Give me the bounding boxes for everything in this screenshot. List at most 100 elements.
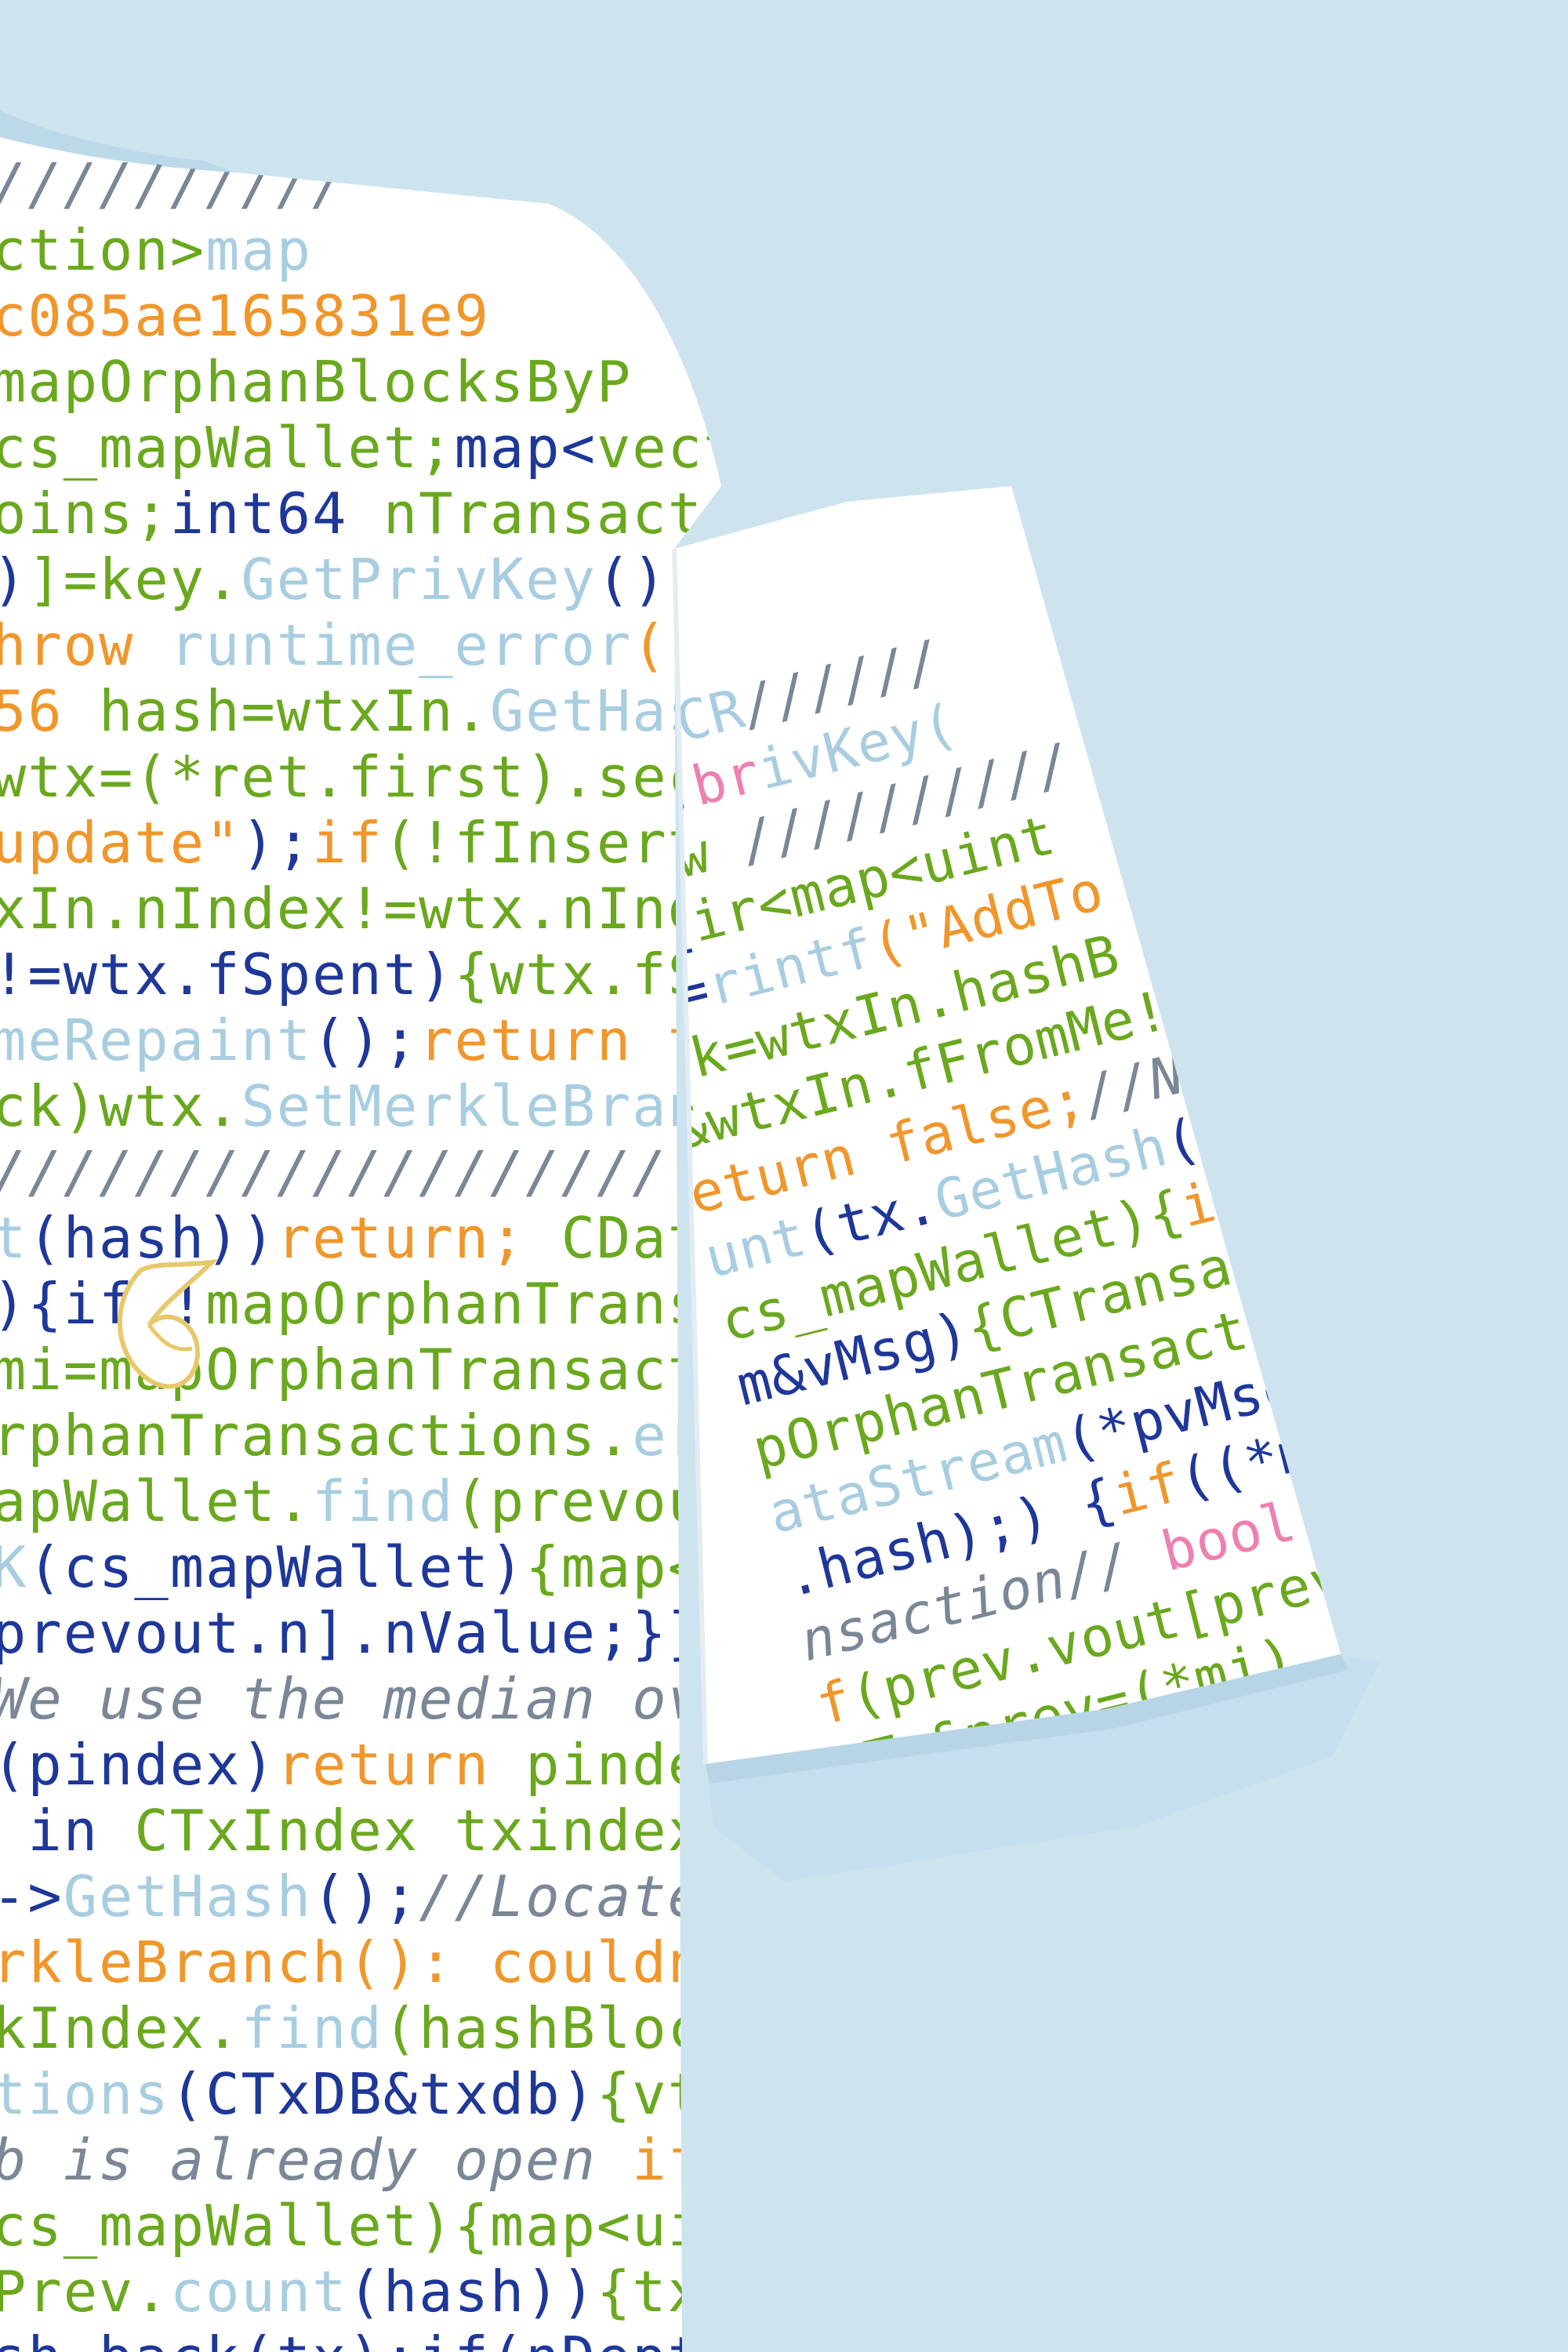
code-line: mi=mapOrphanTransacti	[0, 1337, 739, 1403]
code-line: cs_mapWallet;map<vector	[0, 415, 810, 481]
code-line: apWallet.find(prevout	[0, 1468, 739, 1534]
code-token: ]=key.	[27, 546, 241, 612]
code-token: (pindex)	[0, 1732, 277, 1798]
code-token: mapOrphanBlocksByP	[0, 349, 632, 415]
code-token: br	[685, 740, 767, 818]
code-token: meRepaint	[0, 1007, 312, 1073]
code-line: Prev.count(hash)){tx=*map	[0, 2259, 881, 2325]
code-token: 56	[0, 678, 99, 744]
code-token: GetPrivKey	[241, 546, 596, 612]
code-line: ction>map	[0, 217, 312, 283]
code-line: tions(CTxDB&txdb){vtxPre	[0, 2061, 845, 2127]
code-line: b is already open if(setA	[0, 2127, 881, 2193]
code-line: K(cs_mapWallet){map<u	[0, 1534, 739, 1600]
code-line: ck)wtx.SetMerkleBranch	[0, 1073, 775, 1139]
code-token: cs_mapWallet;	[0, 415, 455, 481]
code-token: ();	[312, 1007, 419, 1073]
sleeve-code-print: ();CR//////nd;brivKey(New //////////){ir…	[674, 627, 1353, 1764]
sleeve-cuff	[706, 1654, 1380, 1882]
code-line: c085ae165831e9	[0, 283, 490, 349]
collar-trim	[0, 110, 235, 172]
code-line: (pindex)return pindex-	[0, 1732, 775, 1798]
code-line: !=wtx.fSpent){wtx.fSp	[0, 942, 739, 1007]
code-token: xIn.nIndex!=wtx.nInde	[0, 876, 739, 942]
code-token: SetMerkleBranch	[241, 1073, 774, 1139]
code-token: kIndex.	[0, 1995, 241, 2061]
code-token: ck)wtx.	[0, 1073, 241, 1139]
code-token: find	[312, 1468, 454, 1534]
code-token: ction>	[0, 217, 205, 283]
shirt-body-code-print: //////////ction>mapc085ae165831e9mapOrph…	[0, 151, 952, 2352]
code-token: return tru	[419, 1007, 774, 1073]
code-line: in CTxIndex txindex;	[0, 1798, 739, 1864]
code-token: GetHash	[64, 1864, 312, 1929]
code-token: (CTxDB&txdb)	[170, 2061, 597, 2127]
shirt-sleeve	[674, 486, 1341, 1764]
code-token: hrow	[0, 612, 170, 678]
code-line: sh_back(tx);if(nDepth	[0, 2325, 739, 2352]
code-token: ///////////////////	[0, 1139, 668, 1205]
code-line: )]=key.GetPrivKey();mapPubK	[0, 546, 952, 612]
code-token: rkleBranch(): couldn't	[0, 1929, 775, 1995]
code-token: count	[170, 2259, 348, 2325]
code-token: vector	[597, 415, 810, 481]
code-token: int64	[170, 481, 383, 546]
code-line: rkleBranch(): couldn't	[0, 1929, 775, 1995]
code-line: update");if(!fInserte	[0, 810, 739, 876]
code-token: return	[277, 1732, 525, 1798]
code-line: We use the median ove	[0, 1666, 739, 1732]
code-token: K	[0, 1534, 27, 1600]
code-token: hash=wtxIn.	[99, 678, 490, 744]
code-line: ///////////////////	[0, 1139, 668, 1205]
code-line: prevout.n].nValue;}}	[0, 1600, 703, 1666]
code-line: rphanTransactions.era	[0, 1403, 739, 1468]
code-line: meRepaint();return tru	[0, 1007, 775, 1073]
code-line: cs_mapWallet){map<uint256	[0, 2193, 881, 2259]
code-token: if	[632, 2127, 703, 2193]
code-token: if	[1106, 1450, 1188, 1528]
code-token: mapOrphanTransa	[205, 1271, 739, 1337]
code-token: t	[0, 1205, 27, 1271]
code-token: find	[241, 1995, 383, 2061]
code-token: wtx=(*ret.first).sec	[0, 744, 703, 810]
code-token: apWallet.	[0, 1468, 312, 1534]
code-line: xIn.nIndex!=wtx.nInde	[0, 876, 739, 942]
code-token: (hash))	[348, 2259, 597, 2325]
code-token: map	[205, 217, 312, 283]
code-line: ->GetHash();//Locate th	[0, 1864, 810, 1929]
code-token: (prevout	[455, 1468, 739, 1534]
code-token: {	[1041, 1466, 1123, 1544]
code-line: ){if(!mapOrphanTransa	[0, 1271, 739, 1337]
code-token: nTransactionFee	[383, 481, 916, 546]
code-token: (setA	[703, 2127, 881, 2193]
code-token: b is already open	[0, 2127, 632, 2193]
code-token: )	[0, 546, 27, 612]
code-token: {map<uint256	[455, 2193, 881, 2259]
code-token: (ma	[1240, 1137, 1353, 1224]
shirt-body	[0, 137, 721, 2352]
code-token: prevout.n].nValue;}}	[0, 1600, 703, 1666]
code-token: );	[241, 810, 312, 876]
code-token: tions	[0, 2061, 170, 2127]
code-line: kIndex.find(hashBlock);	[0, 1995, 810, 2061]
code-token: return;	[277, 1205, 561, 1271]
code-token: CTxIndex txindex;	[134, 1798, 739, 1864]
code-token: in	[0, 1798, 134, 1864]
code-token: if	[312, 810, 383, 876]
code-token: (!fInserte	[383, 810, 739, 876]
code-token: (hashBlock);	[383, 1995, 810, 2061]
code-token: We use the median ove	[0, 1666, 739, 1732]
code-token: (hash))	[27, 1205, 276, 1271]
code-token: <	[561, 415, 597, 481]
code-token: ->	[0, 1864, 64, 1929]
code-token: c085ae165831e9	[0, 283, 490, 349]
logo-emblem	[117, 1258, 219, 1389]
code-token: (cs_mapWallet)	[27, 1534, 525, 1600]
code-token: mi=mapOrphanTransacti	[0, 1337, 739, 1403]
code-line: t(hash))return; CDataS	[0, 1205, 775, 1271]
code-token: Prev.	[0, 2259, 170, 2325]
code-token: {vtxPre	[597, 2061, 845, 2127]
code-token: runtime_error	[170, 612, 633, 678]
